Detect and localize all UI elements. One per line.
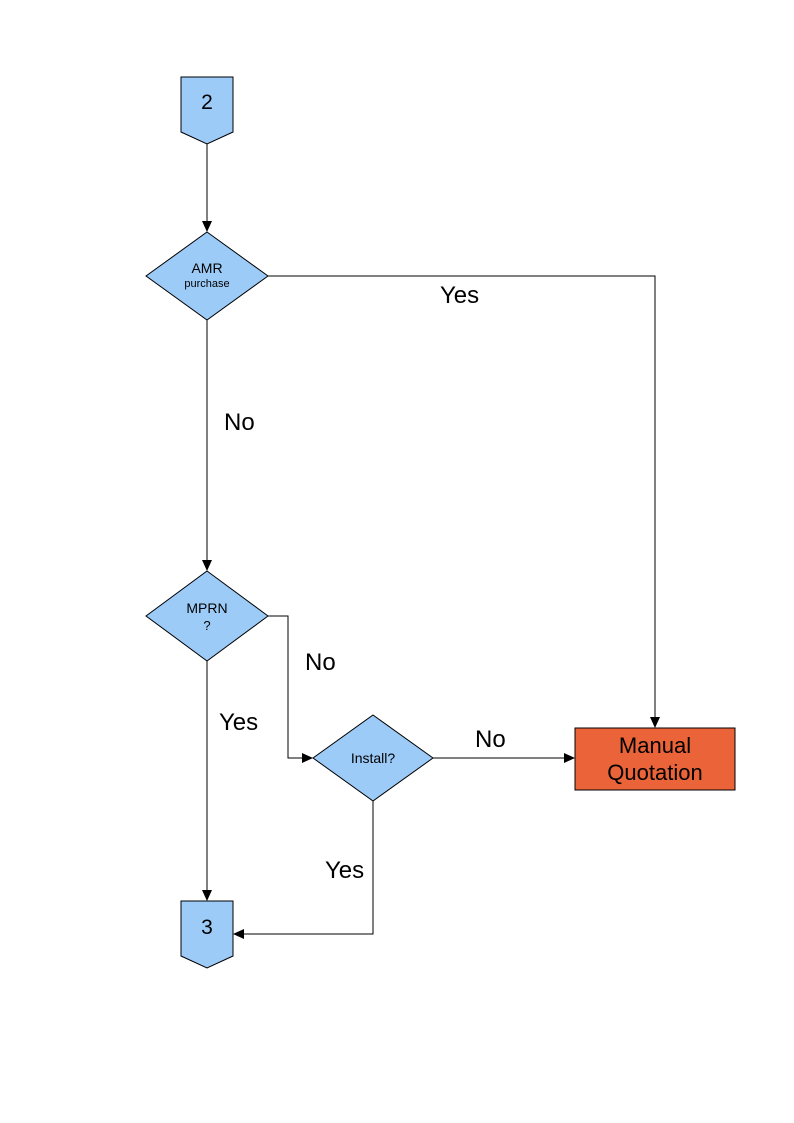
decision-mprn-label: MPRN ? <box>147 600 267 634</box>
edge-label-mprn-no: No <box>305 649 336 676</box>
decision-install-shape <box>312 714 434 802</box>
decision-install-label: Install? <box>350 750 396 766</box>
edge-label-mprn-yes: Yes <box>219 709 259 736</box>
edge-mprn-no-line <box>268 615 303 759</box>
edge-label-install-yes: Yes <box>325 857 365 884</box>
arrowhead-into-manual-top <box>650 717 660 728</box>
process-manual-quotation-shape <box>574 727 736 791</box>
decision-amr-label-line2: purchase <box>184 277 230 290</box>
decision-mprn-label-line2: ? <box>203 617 211 633</box>
connector-3-label: 3 <box>201 916 213 939</box>
arrowhead-into-manual-left <box>564 753 575 763</box>
decision-amr-label-line1: AMR <box>191 260 223 276</box>
arrowhead-into-install <box>302 753 313 763</box>
connector-2-label: 2 <box>201 91 213 114</box>
arrowhead-into-connector3-top <box>202 890 212 901</box>
manual-quotation-label: Manual Quotation <box>607 732 703 786</box>
edge-install-yes-line <box>243 801 374 935</box>
decision-amr-label: AMR purchase <box>147 260 267 291</box>
arrowhead-into-mprn <box>202 560 212 571</box>
decision-mprn-shape <box>145 570 269 662</box>
offpage-connector-3-shape <box>180 900 234 969</box>
edge-label-amr-yes: Yes <box>440 282 480 309</box>
decision-amr-purchase-shape <box>145 231 269 321</box>
edge-label-install-no: No <box>475 726 506 753</box>
decision-mprn-label-line1: MPRN <box>186 600 228 616</box>
offpage-connector-2-shape <box>180 76 234 145</box>
edge-label-amr-no: No <box>224 409 255 436</box>
edge-amr-yes-line <box>268 275 656 718</box>
arrowhead-into-amr <box>202 221 212 232</box>
arrowhead-into-connector3-right <box>233 929 244 939</box>
